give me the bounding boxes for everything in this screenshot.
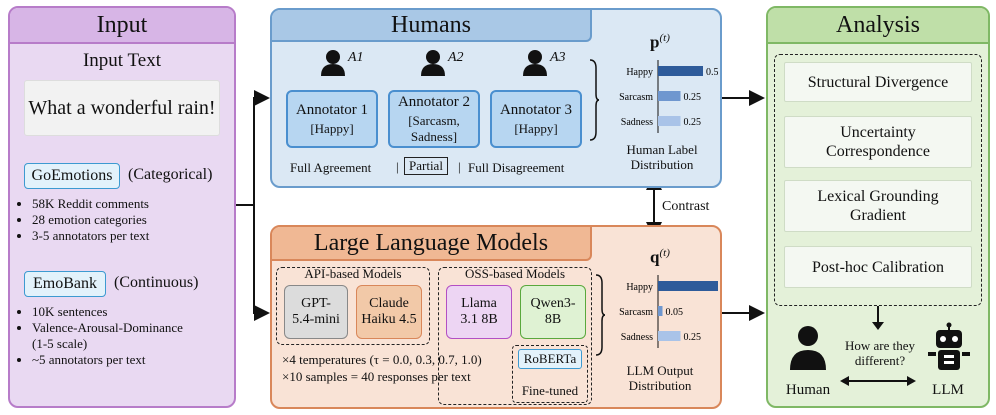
goemotions-tag: GoEmotions [24,163,120,189]
annotator-box: Annotator 1 [Happy] [286,90,378,148]
human-bar-label: Sadness [621,117,653,128]
llm-dist-caption: LLM Output Distribution [626,363,694,393]
analysis-title: Analysis [768,8,988,44]
humans-title: Humans [272,10,592,42]
fine-tuned-group [512,345,588,403]
emobank-type: (Continuous) [114,274,199,291]
temperature-note: ×4 temperatures (τ = 0.0, 0.3, 0.7, 1.0) [282,352,482,367]
samples-note: ×10 samples = 40 responses per text [282,369,471,384]
llm-bar-label: Sarcasm [619,307,653,318]
emobank-tag: EmoBank [24,271,106,297]
person-icon [321,50,345,76]
list-item: Valence-Arousal-Dominance [32,320,242,336]
list-item: 10K sentences [32,304,242,320]
down-arrow-icon [872,306,884,330]
input-panel: Input Input Text What a wonderful rain! … [8,6,236,408]
llm-label: LLM [932,382,964,398]
double-arrow-icon [840,376,916,386]
sample-text: What a wonderful rain! [28,96,216,119]
sample-text-box: What a wonderful rain! [24,80,220,136]
annotator-name: Annotator 3 [499,101,573,118]
llm-bar-label: Sadness [621,332,653,343]
human-bar-label: Sarcasm [619,92,653,103]
list-item: (1-5 scale) [32,336,88,351]
human-dist-caption: Human Label Distribution [626,142,698,172]
input-text-label: Input Text [82,50,161,71]
human-bar-value: 0.25 [684,92,702,103]
annotator-symbol: A3 [550,50,566,65]
brace-icon [589,59,600,141]
fine-tuned-label: Fine-tuned [521,383,579,398]
annotator-label: [Sarcasm, Sadness] [408,112,460,144]
input-title: Input [10,8,234,44]
goemotions-type: (Categorical) [128,166,213,183]
person-icon [421,50,445,76]
human-icon [790,326,826,370]
api-group-title: API-based Models [304,266,402,281]
human-bar [658,91,681,101]
annotator-name: Annotator 1 [295,101,369,118]
human-bar [658,66,703,76]
human-bar [658,116,681,126]
llm-panel: Large Language Models API-based Models G… [270,225,722,409]
llm-bar-value: 0.25 [684,332,702,343]
human-bar-value: 0.50 [706,67,718,78]
humans-panel: Humans A1 A2 A3 Annotator 1 [Happy] Anno… [270,8,722,188]
brace-icon [595,274,606,356]
comparison-question: How are they different? [844,338,916,368]
structural-divergence-item: Structural Divergence [784,62,972,102]
emobank-bullets: 10K sentences Valence-Arousal-Dominance … [18,304,242,368]
annotator-symbol: A2 [448,50,464,65]
llm-title: Large Language Models [272,227,592,261]
list-item: 28 emotion categories [32,212,242,228]
post-hoc-calibration-item: Post-hoc Calibration [784,246,972,288]
goemotions-bullets: 58K Reddit comments 28 emotion categorie… [18,196,242,244]
human-dist-symbol: p(t) [650,32,670,52]
partial-label: Partial [404,157,448,175]
qwen-model-box: Qwen3-8B [520,285,586,339]
oss-models-group [438,267,592,405]
full-agreement-label: Full Agreement [290,160,372,175]
llm-dist-symbol: q(t) [650,247,670,267]
annotator-symbol: A1 [348,50,364,65]
human-label: Human [785,382,831,398]
contrast-label: Contrast [662,199,710,214]
annotator-label: [Happy] [310,120,354,136]
human-bar-value: 0.25 [684,117,702,128]
llm-bar [658,331,681,341]
list-item: 58K Reddit comments [32,196,242,212]
analysis-methods-group [774,54,982,306]
analysis-panel: Analysis Structural Divergence Uncertain… [766,6,990,408]
robot-icon [928,322,970,370]
roberta-model-box: RoBERTa [518,349,582,369]
llm-bar [658,281,718,291]
annotator-box: Annotator 3 [Happy] [490,90,582,148]
full-disagreement-label: Full Disagreement [468,160,565,175]
annotator-label: [Happy] [514,120,558,136]
annotator-name: Annotator 2 [397,93,471,110]
llm-bar [658,306,663,316]
oss-group-title: OSS-based Models [464,266,566,281]
api-models-group [276,267,430,345]
llm-bar-label: Happy [626,282,653,293]
annotator-box: Annotator 2 [Sarcasm, Sadness] [388,90,480,148]
human-bar-label: Happy [626,67,653,78]
llm-bar-value: 0.05 [666,307,684,318]
gpt-model-box: GPT-5.4-mini [284,285,348,339]
goemotions-name: GoEmotions [31,167,113,184]
list-item: 3-5 annotators per text [32,228,242,244]
list-item: ~5 annotators per text [32,352,242,368]
emobank-name: EmoBank [33,275,97,292]
person-icon [523,50,547,76]
